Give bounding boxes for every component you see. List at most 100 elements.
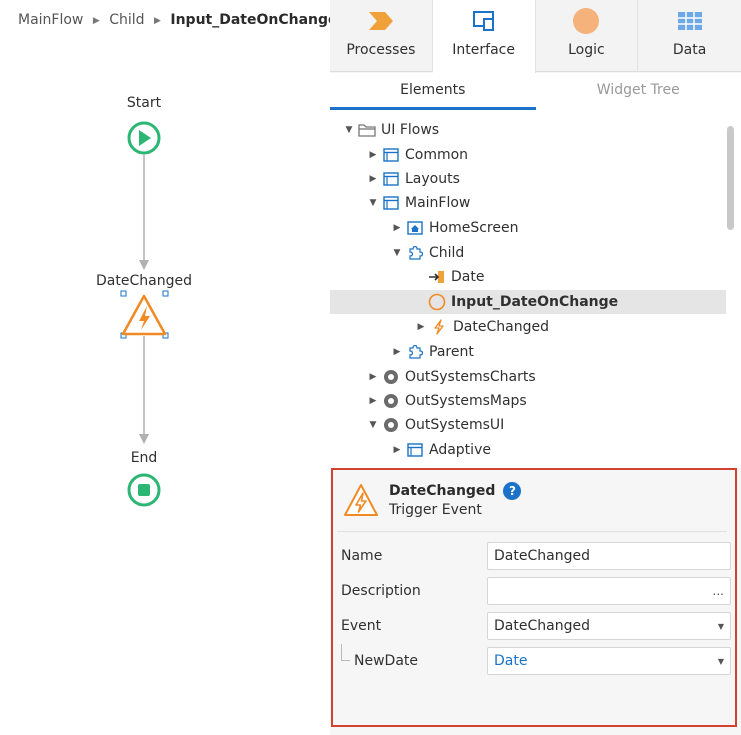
tree-item-label: Adaptive [429,442,491,458]
tree-item-mainflow[interactable]: ▼ MainFlow [330,191,726,215]
interface-screen-icon [471,8,497,34]
block-puzzle-icon [406,344,424,360]
tree-scrollbar[interactable] [727,126,734,230]
field-value: DateChanged [494,548,590,564]
tree-item-child[interactable]: ▼ Child [330,241,726,265]
divider [337,531,727,532]
flow-diagram: Start DateChanged End [96,95,192,507]
tab-label: Interface [452,42,515,58]
expand-right-icon[interactable]: ▶ [417,322,425,332]
trigger-event-node[interactable] [121,294,167,336]
properties-title: DateChanged ? [389,482,522,500]
property-row-name: Name DateChanged [341,542,731,570]
tab-label: Logic [568,42,605,58]
properties-panel: DateChanged ? Trigger Event Name DateCha… [331,468,737,727]
tree-item-label: Date [451,269,485,285]
end-node[interactable] [127,473,161,507]
property-label: NewDate [341,644,487,669]
tree-item-label: Common [405,147,469,163]
expand-down-icon[interactable]: ▼ [369,420,377,430]
tree-item-date[interactable]: Date [330,265,726,289]
tree-item-label: Layouts [405,171,460,187]
property-row-description: Description ... [341,577,731,605]
name-input[interactable]: DateChanged [487,542,731,570]
main-tabs: Processes Interface Logic [330,0,741,73]
help-icon[interactable]: ? [503,482,522,500]
tree-item-label: UI Flows [381,122,440,138]
breadcrumb-separator-icon: ▶ [92,16,100,26]
flow-window-icon [406,442,424,458]
tree-item-outsystemscharts[interactable]: ▶ OutSystemsCharts [330,365,726,389]
event-node-label: DateChanged [96,273,192,289]
tree-item-layouts[interactable]: ▶ Layouts [330,167,726,191]
tree-item-common[interactable]: ▶ Common [330,143,726,167]
tab-interface[interactable]: Interface [432,0,536,73]
tree-item-adaptive[interactable]: ▶ Adaptive [330,438,726,462]
tree-item-ui-flows[interactable]: ▼ UI Flows [330,118,726,142]
tab-widget-tree[interactable]: Widget Tree [596,82,680,98]
description-input[interactable]: ... [487,577,731,605]
home-screen-icon [406,220,424,236]
expand-right-icon[interactable]: ▶ [369,150,377,160]
end-node-label: End [131,450,158,466]
tree-item-datechanged[interactable]: ▶ DateChanged [330,315,726,339]
sub-tabs: Elements Widget Tree [330,73,741,110]
folder-icon [358,122,376,138]
trigger-event-icon [344,484,378,516]
tree-item-label: OutSystemsCharts [405,369,536,385]
tree-item-label: Child [429,245,465,261]
tree-item-input-dateonchange[interactable]: Input_DateOnChange [330,290,726,314]
tree-item-label: DateChanged [453,319,549,335]
chevron-down-icon: ▼ [717,656,724,666]
event-select[interactable]: DateChanged ▼ [487,612,731,640]
newdate-select[interactable]: Date ▼ [487,647,731,675]
flow-window-icon [382,147,400,163]
flow-window-icon [382,195,400,211]
expand-right-icon[interactable]: ▶ [369,396,377,406]
tree-item-label: OutSystemsMaps [405,393,527,409]
tab-label: Data [672,42,707,58]
tree-item-outsystemsui[interactable]: ▼ OutSystemsUI [330,413,726,437]
breadcrumb-item-child[interactable]: Child [109,12,145,28]
start-node-label: Start [127,95,162,111]
connector-arrow-icon [139,260,149,270]
tab-elements[interactable]: Elements [330,73,536,110]
module-reference-icon [382,369,400,385]
more-options-icon[interactable]: ... [712,584,724,598]
expand-right-icon[interactable]: ▶ [369,372,377,382]
expand-down-icon[interactable]: ▼ [369,198,377,208]
tree-item-label: OutSystemsUI [405,417,505,433]
tab-data[interactable]: Data [638,0,741,72]
property-label: Description [341,583,421,599]
tree-item-label: HomeScreen [429,220,519,236]
breadcrumb-item-mainflow[interactable]: MainFlow [18,12,84,28]
breadcrumb-separator-icon: ▶ [154,16,161,26]
expand-right-icon[interactable]: ▶ [393,223,401,233]
property-label: Event [341,618,382,634]
tab-logic[interactable]: Logic [536,0,639,72]
input-parameter-icon [428,269,446,285]
chevron-down-icon: ▼ [717,621,724,631]
expand-right-icon[interactable]: ▶ [393,347,401,357]
property-label: Name [341,548,383,564]
field-value: Date [494,653,528,669]
tree-item-outsystemsmaps[interactable]: ▶ OutSystemsMaps [330,389,726,413]
element-name: DateChanged [389,483,496,499]
expand-right-icon[interactable]: ▶ [393,445,401,455]
lightning-bolt-icon [139,306,150,330]
start-node[interactable] [127,121,161,155]
connector-arrow-icon [139,434,149,444]
expand-right-icon[interactable]: ▶ [369,174,377,184]
selection-handles[interactable] [120,290,169,339]
tree-item-homescreen[interactable]: ▶ HomeScreen [330,216,726,240]
flow-canvas[interactable]: MainFlow ▶ Child ▶ Input_DateOnChange St… [0,0,338,735]
field-value: DateChanged [494,618,590,634]
module-reference-icon [382,393,400,409]
breadcrumb-current: Input_DateOnChange [170,12,338,28]
stop-icon [138,484,150,496]
expand-down-icon[interactable]: ▼ [345,125,353,135]
tab-processes[interactable]: Processes [330,0,433,72]
tree-item-parent[interactable]: ▶ Parent [330,340,726,364]
expand-down-icon[interactable]: ▼ [393,248,401,258]
tree-item-label: MainFlow [405,195,471,211]
